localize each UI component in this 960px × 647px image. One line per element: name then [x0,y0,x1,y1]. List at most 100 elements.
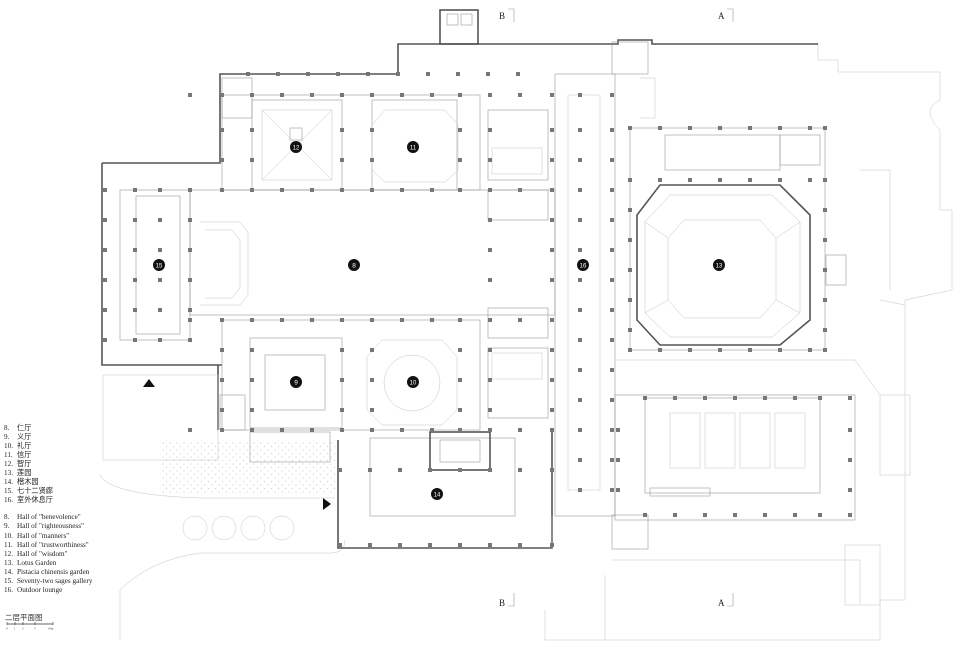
legend-item: 8.Hall of "benevolence" [4,513,134,522]
column [748,126,752,130]
svg-text:13: 13 [716,264,723,270]
column [158,248,162,252]
column [458,543,462,547]
entrance-arrows [143,379,331,510]
column [808,126,812,130]
legend-item: 14.Pistacia chinensis garden [4,568,134,577]
column [578,458,582,462]
service-cores [219,41,821,550]
column [610,488,614,492]
column [550,93,554,97]
column [310,318,314,322]
column [550,348,554,352]
column [818,396,822,400]
section-markers: B A B A [499,8,734,608]
column [133,278,137,282]
room-marker-8: 8 [348,259,360,271]
legend-item-number: 12. [4,549,13,558]
legend-item-label: Hall of "righteousness" [17,522,84,531]
legend-item: 12.Hall of "wisdom" [4,550,134,559]
column [250,128,254,132]
legend-item-number: 11. [4,451,13,460]
legend-english: 8.Hall of "benevolence"9.Hall of "righte… [4,513,134,594]
svg-text:8: 8 [352,263,356,270]
column [400,93,404,97]
column [578,428,582,432]
column [340,158,344,162]
column [246,72,250,76]
column [658,178,662,182]
column [103,218,107,222]
site-context [99,42,953,641]
upper-halls [221,94,481,191]
column [733,513,737,517]
legend-item-label: 楷木园 [17,478,39,487]
section-mark-a-top: A [718,11,725,21]
column [848,513,852,517]
column [688,178,692,182]
column [550,428,554,432]
column [220,188,224,192]
legend-item-number: 8. [4,424,10,432]
column [673,513,677,517]
legend-item-label: Hall of "benevolence" [17,513,81,522]
column [188,338,192,342]
column [370,408,374,412]
column [340,348,344,352]
legend-item-number: 14. [4,478,13,487]
column [306,72,310,76]
column [823,348,827,352]
column [280,318,284,322]
column [823,208,827,212]
column [643,513,647,517]
legend-item: 13.莲园 [4,469,134,478]
column [488,128,492,132]
lower-right-hall [614,359,881,521]
column [808,178,812,182]
column [158,338,162,342]
column [823,268,827,272]
column [366,72,370,76]
column [310,188,314,192]
column [133,308,137,312]
legend-item: 13.Lotus Garden [4,559,134,568]
column [578,488,582,492]
column [400,188,404,192]
column [250,378,254,382]
column [550,218,554,222]
column [280,188,284,192]
svg-text:2: 2 [22,627,24,631]
column [486,72,490,76]
column [778,348,782,352]
column [370,158,374,162]
room-marker-11: 11 [407,141,419,153]
room-marker-10: 10 [407,376,419,388]
legend-item-label: 室外休息厅 [17,496,53,505]
column [628,268,632,272]
column [823,178,827,182]
legend-item-number: 16. [4,496,13,505]
legend-item-label: 信厅 [17,451,32,460]
column [133,188,137,192]
column [158,218,162,222]
column [518,428,522,432]
column [280,428,284,432]
legend-item-number: 10. [4,531,13,540]
column [488,158,492,162]
column [550,188,554,192]
svg-text:12: 12 [293,146,300,152]
legend-item: 9.Hall of "righteousness" [4,522,134,531]
column [578,308,582,312]
column [338,468,342,472]
legend-item: 9.义厅 [4,433,134,442]
column [518,468,522,472]
legend-item-number: 10. [4,442,13,451]
svg-text:0: 0 [6,627,8,631]
column [703,396,707,400]
column [763,513,767,517]
column [370,188,374,192]
legend-item-number: 13. [4,558,13,567]
column [430,428,434,432]
column [628,178,632,182]
